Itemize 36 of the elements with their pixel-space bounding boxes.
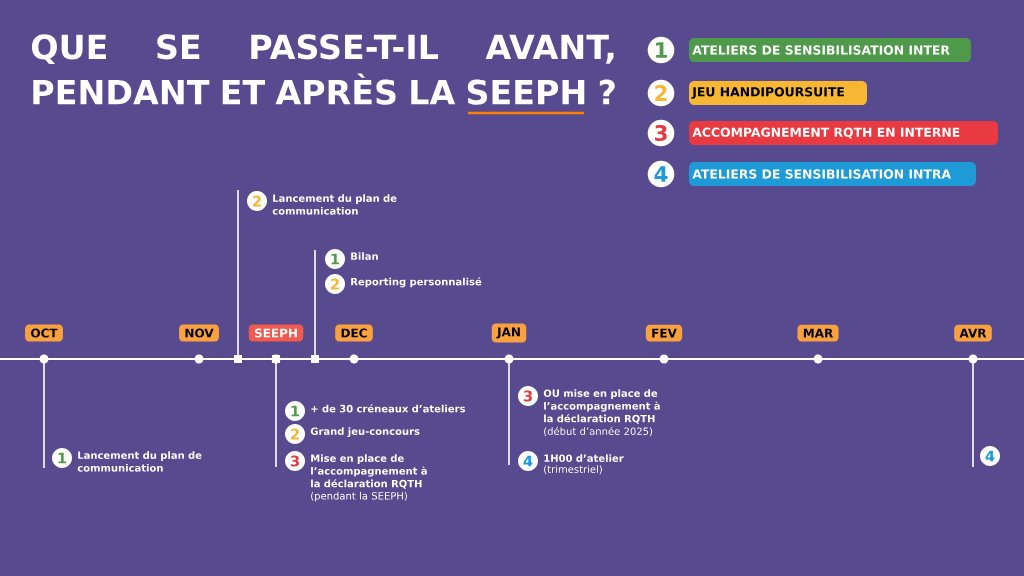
number-badge: 1 <box>52 448 72 468</box>
event-text: Mise en place de l’accompagnement à la déclaration RQTH <box>311 454 427 489</box>
number-badge: 1 <box>647 36 675 64</box>
number-badge: 3 <box>647 119 675 147</box>
month-tag: JAN <box>491 323 527 343</box>
event-text: (début d’année 2025) <box>544 426 653 437</box>
number-badge: 1 <box>285 401 305 421</box>
event-text: Lancement du plan de communication <box>77 451 202 472</box>
number-badge: 4 <box>980 446 1000 466</box>
legend-text: JEU HANDIPOURSUITE <box>691 87 844 99</box>
number-badge: 4 <box>647 160 675 188</box>
event-text: Grand jeu-concours <box>310 427 420 438</box>
event-text: + de 30 créneaux d’ateliers <box>311 404 465 413</box>
number-badge: 2 <box>285 424 305 444</box>
title: QUE SE PASSE-T-IL AVANT, PENDANT ET APRÈS LA SEEPH ? <box>31 34 615 105</box>
event-text: Reporting personnalisé <box>351 277 482 288</box>
legend-text: ACCOMPAGNEMENT RQTH EN INTERNE <box>692 127 960 139</box>
month-tag: OCT <box>25 324 63 342</box>
event-text: 1H00 d’atelier <box>544 454 624 462</box>
number-badge: 2 <box>325 274 345 294</box>
number-badge: 3 <box>285 451 305 471</box>
legend-text: ATELIERS DE SENSIBILISATION INTRA <box>692 169 951 179</box>
month-tag: NOV <box>179 324 219 342</box>
month-tag: DEC <box>335 324 373 342</box>
event-text: OU mise en place de l’accompagnement à la déclaration RQTH <box>543 389 660 424</box>
month-tag: SEEPH <box>248 324 304 342</box>
number-badge: 3 <box>518 386 538 406</box>
number-badge: 4 <box>518 451 538 471</box>
event-text: (pendant la SEEPH) <box>311 491 407 502</box>
event-text: Bilan <box>351 252 378 260</box>
event-text: (trimestriel) <box>544 465 602 475</box>
legend-text: ATELIERS DE SENSIBILISATION INTER <box>692 45 950 55</box>
number-badge: 1 <box>325 249 345 269</box>
number-badge: 2 <box>247 191 267 211</box>
event-text: Lancement du plan de communication <box>272 194 397 215</box>
number-badge: 2 <box>647 79 675 107</box>
